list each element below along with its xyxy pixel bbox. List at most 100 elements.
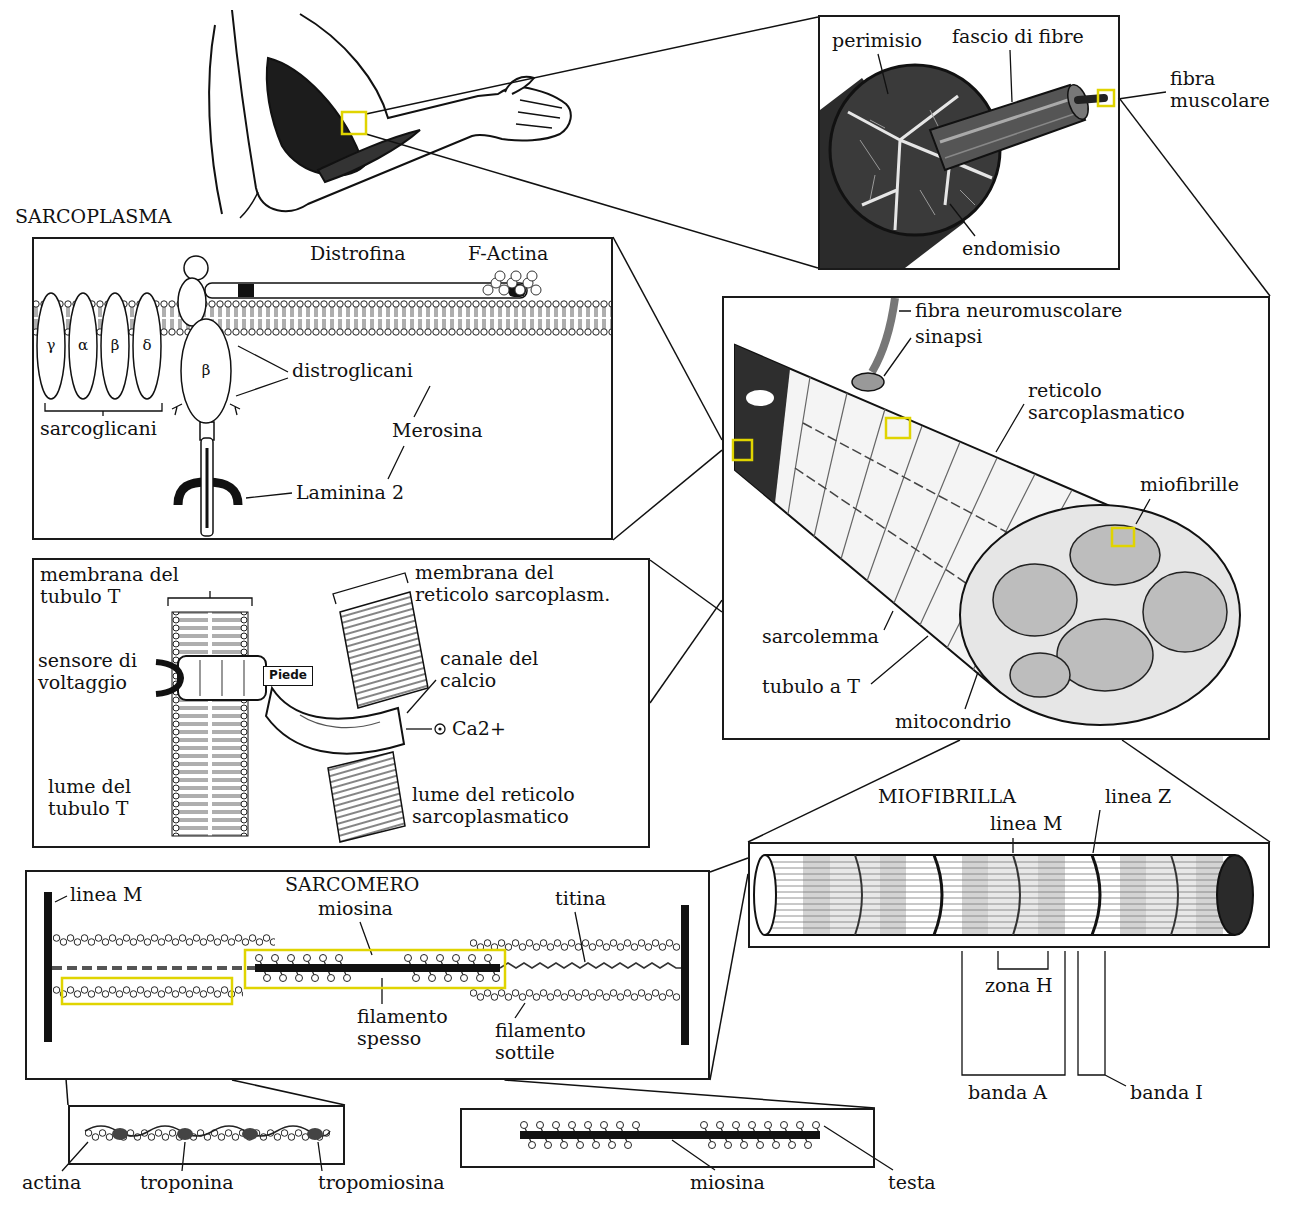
myofibril-drawing (830, 855, 880, 935)
zoom-lines (366, 17, 818, 114)
myofibril-drawing (1146, 855, 1196, 935)
myofibril-drawing (855, 855, 1178, 935)
filament-drawing (85, 1120, 820, 1150)
oval-outline (69, 293, 97, 399)
sarcomere-drawing (53, 934, 275, 946)
fascicle-drawing (945, 112, 1080, 158)
zoom-line (650, 600, 722, 703)
sarcomere-drawing (52, 966, 255, 970)
part-label: fibra neuromuscolare (915, 300, 1122, 322)
myofibril-drawing (754, 855, 1253, 935)
zoom-line (505, 1080, 876, 1108)
zoom-panel: MIOFIBRILLAlinea Zlinea Mzona Hbanda Aba… (748, 842, 1270, 948)
sarcomere-drawing (53, 934, 275, 946)
fiber-drawing (746, 390, 774, 406)
part-label: tubulo a T (762, 676, 860, 698)
fiber-drawing (1010, 653, 1070, 697)
leader-lines (672, 1126, 893, 1170)
myofibril-drawing (1217, 855, 1253, 935)
part-label: miofibrille (1140, 474, 1239, 496)
sarcomere-drawing (500, 963, 681, 968)
zoom-marker (1112, 528, 1134, 546)
arm-drawing (209, 10, 571, 218)
membrane-drawing (201, 438, 213, 536)
part-label: filamento spesso (357, 1006, 467, 1050)
filament-drawing (307, 1128, 323, 1140)
zoom-marker (62, 978, 232, 1004)
fascicle-drawing (1078, 98, 1104, 100)
part-label: actina (22, 1172, 81, 1194)
fiber-drawing (1057, 619, 1153, 691)
zoom-line (66, 1080, 68, 1105)
fiber-drawing (735, 298, 1240, 725)
t-tubule-drawing (340, 592, 428, 708)
zoom-marker (245, 950, 505, 988)
membrane-drawing (527, 271, 537, 281)
t-tubule-drawing (266, 688, 404, 754)
myofibril-drawing (765, 862, 1235, 928)
membrane-drawing (184, 256, 208, 280)
part-label: distroglicani (292, 360, 413, 382)
protein-letter: β (111, 337, 120, 354)
leader-lines (407, 680, 436, 713)
protein-letter: δ (142, 337, 151, 354)
t-tubule-drawing (435, 724, 445, 734)
leader-lines (168, 591, 252, 606)
zoom-panel: linea MSARCOMEROmiosinatitinafilamento s… (25, 870, 710, 1080)
arm-drawing (516, 100, 562, 128)
panel-heading: SARCOPLASMA (15, 206, 171, 228)
t-tubule-drawing (406, 728, 432, 729)
filament-drawing (112, 1128, 323, 1140)
sarcomere-drawing (255, 964, 500, 972)
panel-heading: SARCOMERO (285, 874, 419, 896)
part-label: troponina (140, 1172, 234, 1194)
part-label: reticolo sarcoplasmatico (1028, 380, 1198, 424)
part-label: sensore di voltaggio (38, 650, 153, 694)
sarcomere-drawing (470, 989, 680, 1001)
zoom-marker (342, 112, 366, 134)
fiber-drawing (852, 373, 884, 391)
filament-drawing (177, 1128, 193, 1140)
myofibril-drawing (803, 855, 906, 935)
zoom-marker (1098, 90, 1114, 106)
part-label: lume del reticolo sarcoplasmatico (412, 784, 597, 828)
protein-oval: β (100, 292, 130, 400)
protein-letter: α (78, 337, 88, 354)
zoom-lines (613, 237, 722, 440)
part-label: membrana del reticolo sarcoplasm. (415, 562, 615, 606)
fiber-drawing (803, 423, 1040, 550)
fascicle-drawing (940, 98, 1074, 142)
zoom-panel: membrana del tubulo Tmembrana del retico… (32, 558, 650, 848)
part-label: linea M (990, 813, 1062, 835)
part-label: filamento sottile (495, 1020, 605, 1064)
zoom-panel: fibra neuromuscolare sinapsi reticolo sarc… (722, 296, 1270, 740)
filament-drawing (85, 1129, 330, 1141)
part-label: linea M (70, 884, 142, 906)
part-label: sinapsi (915, 326, 982, 348)
myofibril-drawing (962, 855, 1065, 935)
part-label: linea Z (1105, 786, 1171, 808)
protein-oval: β (180, 318, 232, 424)
fascicle-drawing (930, 85, 1085, 170)
part-label: testa (888, 1172, 936, 1194)
leader-lines (45, 50, 1166, 1171)
t-tubule-drawing (300, 715, 380, 728)
part-label: miosina (318, 898, 393, 920)
protein-oval: γ (36, 292, 66, 400)
t-tubule-drawing (172, 612, 248, 836)
part-label: mitocondrio (895, 711, 1011, 733)
leader-lines (55, 896, 585, 1018)
filament-drawing (85, 1129, 330, 1141)
protein-oval: δ (132, 292, 162, 400)
membrane-drawing (205, 283, 527, 298)
arm-drawing (209, 25, 222, 214)
protein-letter: β (202, 362, 211, 379)
zoom-lines (366, 134, 818, 268)
arm-drawing (240, 192, 258, 218)
part-label: tropomiosina (318, 1172, 445, 1194)
arm-drawing (232, 10, 571, 211)
part-label: banda A (968, 1082, 1047, 1104)
membrane-drawing (483, 285, 493, 295)
fiber-drawing (1070, 525, 1160, 585)
